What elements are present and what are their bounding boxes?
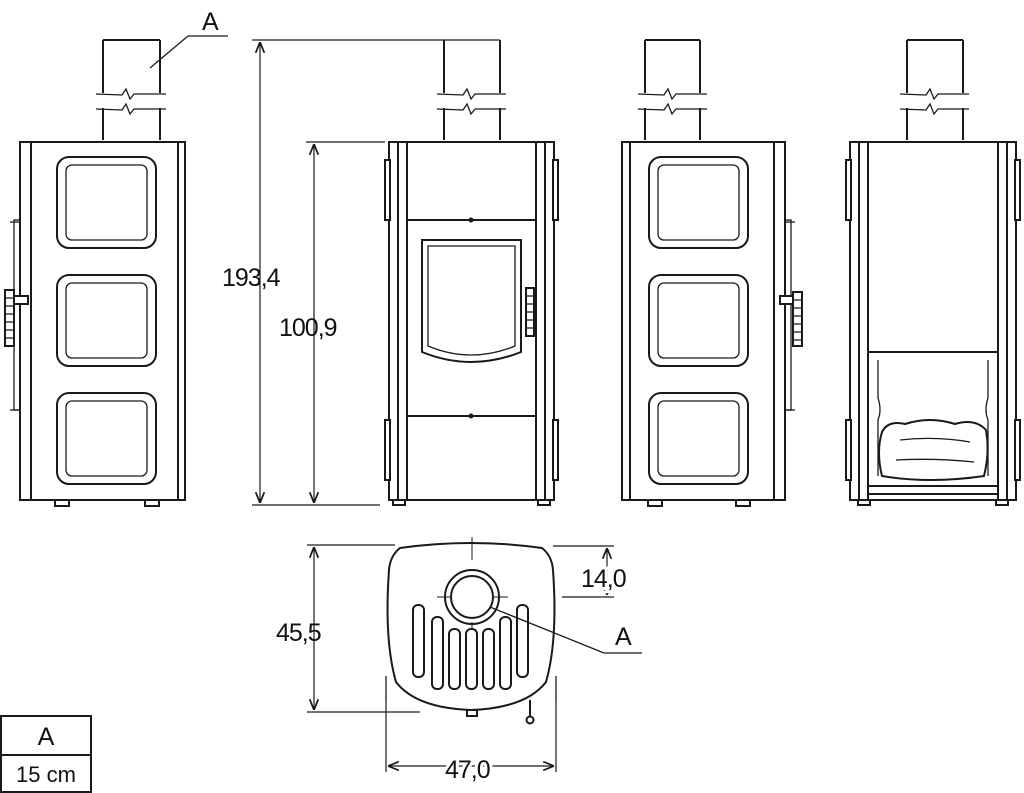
feet (857, 499, 1009, 506)
door-handle (4, 289, 29, 347)
callout-leader (149, 35, 189, 69)
stove-body (621, 141, 795, 501)
glass-door (421, 239, 522, 363)
side-panels (648, 156, 749, 485)
feet (647, 499, 751, 507)
callout-leader (489, 606, 605, 654)
front-view (384, 40, 559, 506)
stove-body (10, 141, 186, 501)
door-handle (779, 291, 803, 347)
height-dimensions: 193,4 100,9 (222, 39, 500, 506)
flue-offset-dimension-value: 14,0 (581, 565, 626, 593)
stove-body (384, 141, 559, 501)
flue-pipe (95, 39, 166, 140)
body-height-dimension: 100,9 (279, 314, 337, 342)
depth-dimension-value: 45,5 (276, 619, 321, 647)
pipe-label-a: A (202, 8, 219, 36)
legend-table: A 15 cm (0, 715, 92, 793)
log-compartment (867, 360, 999, 495)
width-dimension-value: 47,0 (445, 756, 490, 784)
legend-header: A (38, 723, 55, 751)
feet (392, 499, 551, 506)
side-view-right (621, 39, 803, 507)
feet (54, 499, 160, 507)
flue-pipe (899, 39, 969, 140)
back-section-view (845, 39, 1021, 506)
width-dimension: 47,0 (385, 700, 557, 787)
pipe-label-a-top: A (615, 623, 632, 651)
total-height-dimension: 193,4 (222, 264, 281, 292)
top-view-fittings (466, 700, 535, 725)
center-lines (437, 537, 508, 628)
depth-dimension: 45,5 (276, 544, 420, 713)
flue-outlet (444, 569, 500, 625)
top-outline (385, 542, 557, 712)
flue-pipe (637, 39, 707, 140)
flue-pipe (436, 40, 506, 140)
stove-body (845, 141, 1021, 501)
door-handle (525, 287, 535, 337)
legend-value: 15 cm (16, 762, 76, 787)
top-view: 45,5 47,0 14,0 A (276, 537, 642, 787)
top-grille (412, 604, 529, 690)
side-panels (56, 156, 157, 485)
flue-offset-dimension: 14,0 (553, 545, 630, 598)
side-view-left: A (4, 8, 228, 507)
